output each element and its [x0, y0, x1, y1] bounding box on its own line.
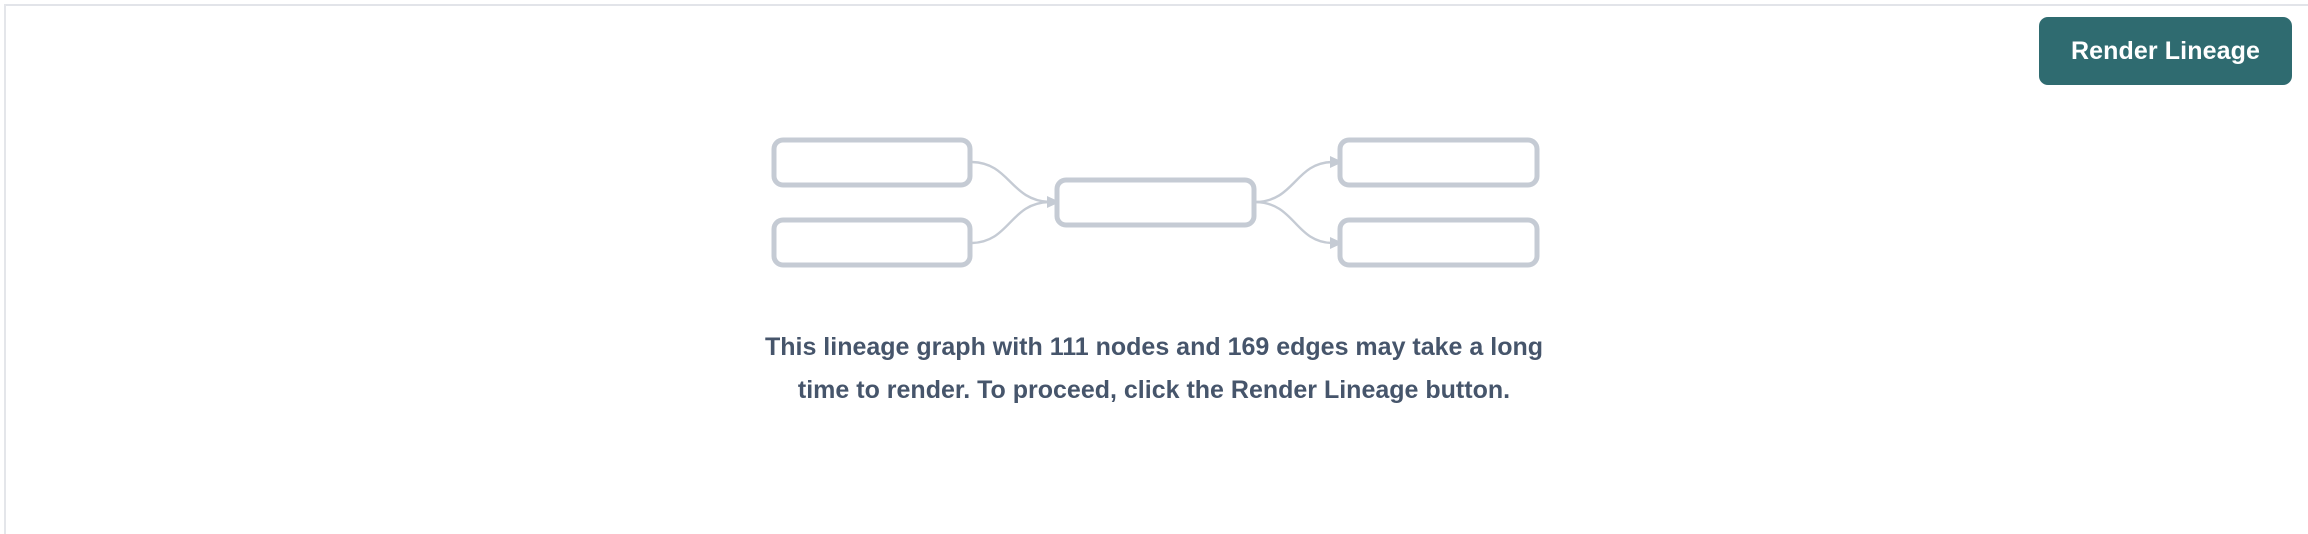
panel-top-border	[5, 4, 2308, 6]
lineage-warning-message: This lineage graph with 111 nodes and 16…	[764, 333, 1544, 404]
lineage-node-center	[1054, 177, 1257, 228]
lineage-node-downstream-1	[1337, 137, 1540, 188]
lineage-graph-svg	[771, 137, 1540, 268]
lineage-node-upstream-2	[771, 217, 973, 268]
lineage-node-upstream-1	[771, 137, 973, 188]
panel-left-border	[4, 4, 6, 534]
render-lineage-button[interactable]: Render Lineage	[2039, 17, 2292, 85]
edge-upstream-1-to-center	[971, 160, 1060, 208]
lineage-graph-placeholder	[771, 137, 1540, 268]
lineage-node-downstream-2	[1337, 217, 1540, 268]
edge-upstream-2-to-center	[971, 200, 1050, 245]
edge-center-to-downstream-1	[1255, 156, 1343, 204]
edge-center-to-downstream-2	[1255, 200, 1343, 249]
